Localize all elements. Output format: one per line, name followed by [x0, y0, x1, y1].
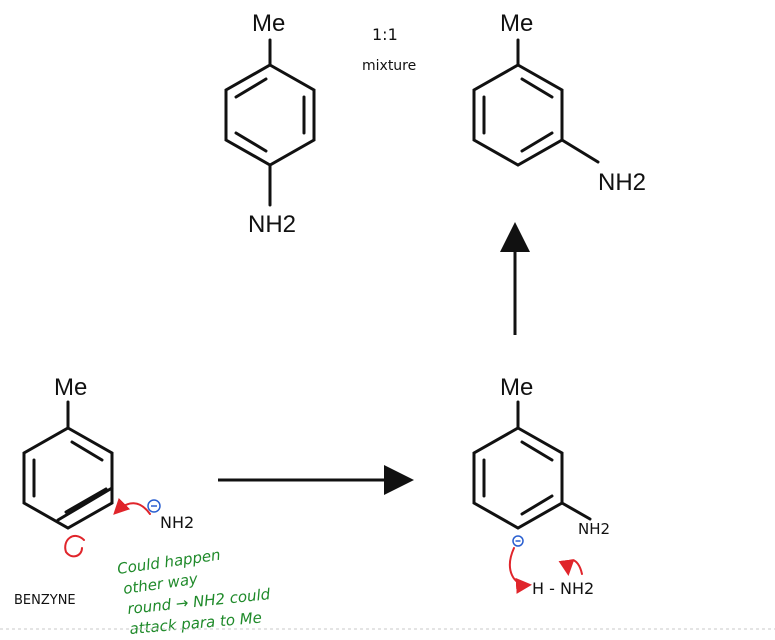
intermediate-nh2-label: NH2	[578, 520, 610, 538]
bond-break-arrow-red	[558, 559, 583, 576]
molecule-meta-product: Me NH2	[472, 10, 646, 196]
protonation-arrow-red	[509, 547, 532, 594]
benzyne-curl-red	[64, 534, 85, 558]
molecule-para-product: Me NH2	[224, 10, 316, 238]
nucleophile-label: NH2	[160, 513, 194, 532]
para-nh2-label: NH2	[248, 211, 296, 238]
green-note: Could happen other way round → NH2 could…	[116, 546, 271, 638]
para-me-label: Me	[252, 10, 285, 37]
mixture-note: mixture	[362, 58, 416, 74]
benzyne-me-label: Me	[54, 374, 87, 401]
molecule-benzyne: Me BENZYNE	[14, 374, 114, 608]
intermediate-me-label: Me	[500, 374, 533, 401]
ratio-note: 1:1	[372, 25, 398, 44]
meta-me-label: Me	[500, 10, 533, 37]
charge-minus-icon	[147, 499, 161, 513]
benzyne-name: BENZYNE	[14, 593, 76, 608]
anion-charge-icon	[512, 535, 524, 547]
reagent-label: H - NH2	[532, 579, 594, 598]
molecule-intermediate: Me NH2	[472, 374, 610, 538]
attack-arrow-red	[113, 497, 151, 515]
meta-nh2-label: NH2	[598, 169, 646, 196]
